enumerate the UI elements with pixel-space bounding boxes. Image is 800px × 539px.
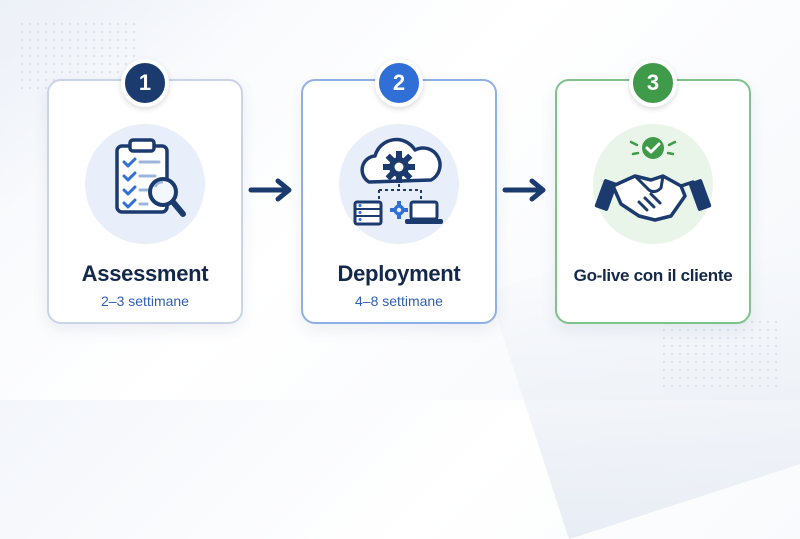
step-card-go-live: 3 Go-live con il cliente [555, 59, 751, 324]
clipboard-checklist-icon [85, 124, 205, 244]
step-duration: 2–3 settimane [101, 293, 189, 309]
right-arrow-icon [248, 178, 292, 202]
step-duration: 4–8 settimane [355, 293, 443, 309]
background-dots [18, 20, 138, 90]
cloud-gear-server-laptop-icon [339, 124, 459, 244]
background-dots [660, 318, 780, 388]
step-title: Assessment [81, 261, 209, 286]
step-title: Deployment [337, 261, 461, 286]
step-number-badge: 1 [121, 59, 169, 107]
step-card-deployment: 2 [301, 59, 497, 324]
right-arrow-icon [502, 178, 546, 202]
step-card-assessment: 1 Assessment 2–3 settima [47, 59, 243, 324]
handshake-check-icon [593, 124, 713, 244]
step-title: Go-live con il cliente [573, 266, 733, 285]
step-number-badge: 2 [375, 59, 423, 107]
step-number-badge: 3 [629, 59, 677, 107]
